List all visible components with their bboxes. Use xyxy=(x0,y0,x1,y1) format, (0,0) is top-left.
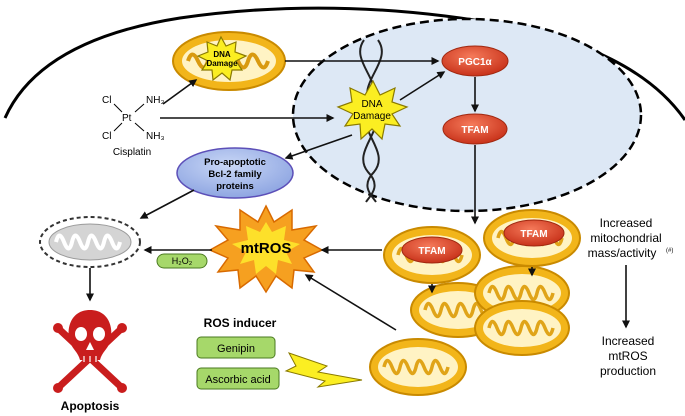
pro-apoptotic-line2: Bcl-2 family xyxy=(208,169,262,180)
increased-mtros-line2: mtROS xyxy=(608,349,647,363)
pro-apoptotic-line3: proteins xyxy=(216,181,253,192)
lightning-bolt xyxy=(284,352,363,388)
cell-membrane xyxy=(3,6,685,121)
cisplatin-cl-bottom: Cl xyxy=(102,131,111,142)
genipin-label: Genipin xyxy=(217,343,255,355)
pgc1a-label: PGC1α xyxy=(458,57,492,68)
cisplatin-name: Cisplatin xyxy=(113,147,151,158)
increased-mass-line1: Increased xyxy=(600,216,653,230)
skull-crossbones-icon xyxy=(53,310,127,393)
dna-damage-star-nucleus: DNA Damage xyxy=(336,79,409,141)
pgc1a-pill: PGC1α xyxy=(441,45,509,77)
tfam-pill-nucleus: TFAM xyxy=(442,113,508,145)
tfam-label-mito-left: TFAM xyxy=(418,246,445,257)
arrow-damage-to-pro-apoptotic xyxy=(284,134,353,160)
mitochondrion-cluster-3 xyxy=(474,300,570,356)
mtros-burst: mtROS xyxy=(208,204,324,294)
arrow-nucleus-damage-to-pgc1a xyxy=(399,71,446,101)
h2o2-pill: H₂O₂ xyxy=(156,253,208,269)
ros-inducer: ROS inducer Genipin Ascorbic acid xyxy=(196,316,280,390)
arrow-pro-apoptotic-to-dead-mito xyxy=(139,189,195,219)
mitochondria-cluster xyxy=(369,265,570,396)
dna-damage-star-mito: DNA Damage xyxy=(196,35,248,82)
dna-damage-label-mito-2: Damage xyxy=(206,59,238,68)
pro-apoptotic-line1: Pro-apoptotic xyxy=(204,157,266,168)
increased-mass-note: (#) xyxy=(666,248,673,254)
pro-apoptotic-oval: Pro-apoptotic Bcl-2 family proteins xyxy=(176,147,294,199)
dna-damage-label-mito-1: DNA xyxy=(213,50,231,59)
dna-damage-label-nucleus-2: Damage xyxy=(353,111,391,122)
arrow-cluster-to-mtros xyxy=(304,274,397,331)
apoptosis-label: Apoptosis xyxy=(61,399,120,413)
tfam-label-nucleus: TFAM xyxy=(461,125,488,136)
genipin-box xyxy=(196,336,276,359)
dna-damage-label-nucleus-1: DNA xyxy=(361,99,382,110)
increased-mass-line3: mass/activity xyxy=(588,246,657,260)
tfam-label-mito-right: TFAM xyxy=(520,229,547,240)
cisplatin-structure: Cl NH₃ Pt Cl NH₃ Cisplatin xyxy=(102,95,165,158)
arrow-cisplatin-to-mito xyxy=(162,79,198,105)
cisplatin-nh3-top: NH₃ xyxy=(146,95,165,106)
ascorbic-acid-label: Ascorbic acid xyxy=(205,374,270,386)
damaged-mitochondrion xyxy=(39,216,141,268)
mtros-label: mtROS xyxy=(241,240,292,257)
increased-mtros-line1: Increased xyxy=(602,334,655,348)
ascorbic-acid-box xyxy=(196,367,280,390)
mitochondrion-cluster-4 xyxy=(369,338,467,396)
ros-inducer-title: ROS inducer xyxy=(204,316,277,330)
increased-mtros-text: Increased mtROS production xyxy=(600,334,656,378)
tfam-pill-mito-right: TFAM xyxy=(503,219,565,247)
cisplatin-nh3-bottom: NH₃ xyxy=(146,131,165,142)
arrows xyxy=(86,57,630,331)
increased-mass-text: Increased mitochondrial mass/activity (#… xyxy=(588,216,674,260)
increased-mass-line2: mitochondrial xyxy=(590,231,661,245)
h2o2-label: H₂O₂ xyxy=(172,256,193,266)
tfam-pill-mito-left: TFAM xyxy=(401,236,463,264)
cisplatin-cl-top: Cl xyxy=(102,95,111,106)
cisplatin-pt: Pt xyxy=(122,113,132,124)
increased-mtros-line3: production xyxy=(600,364,656,378)
